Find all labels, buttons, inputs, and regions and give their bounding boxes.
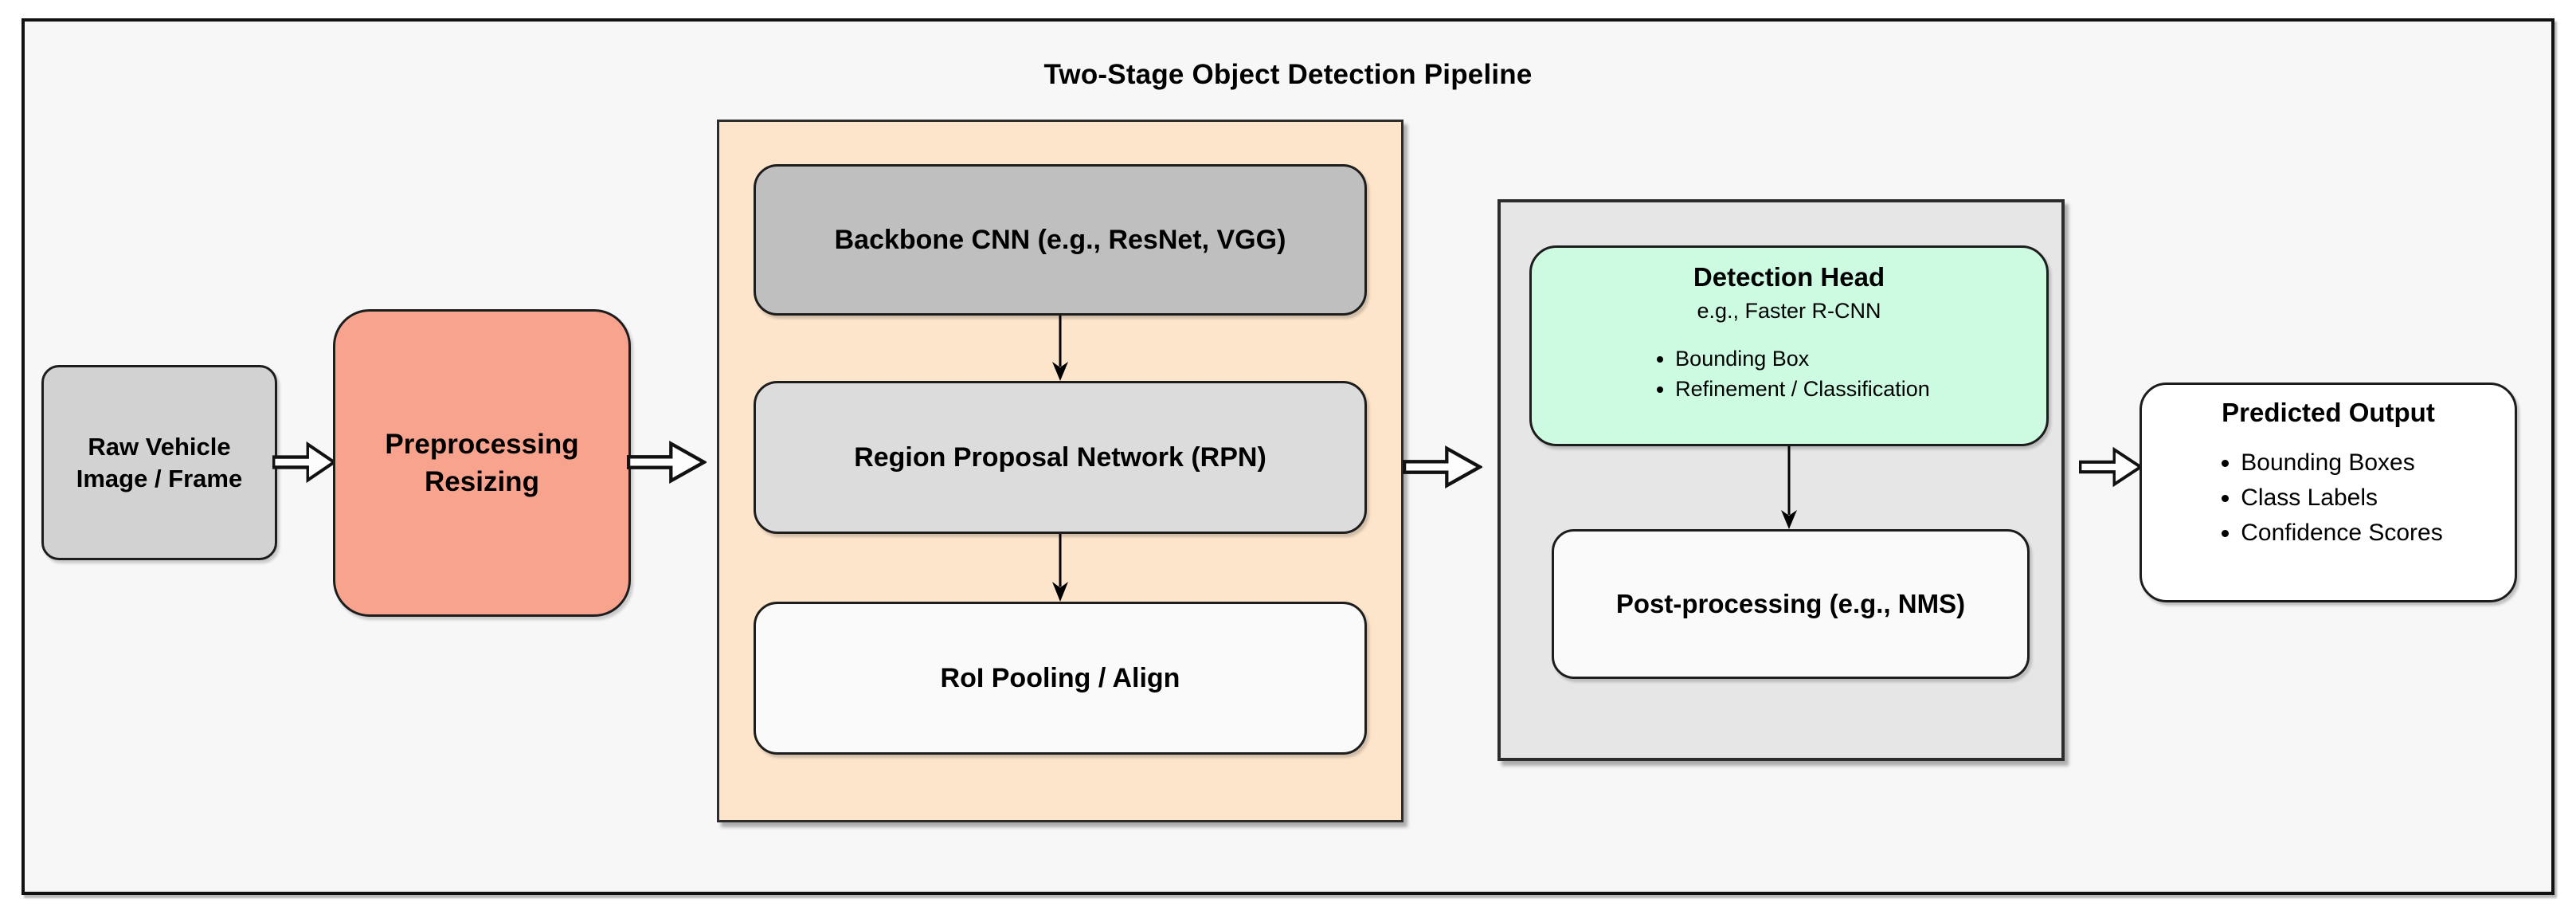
arrow-down-3-icon: [1778, 446, 1800, 529]
detection-head-subtitle: e.g., Faster R-CNN: [1697, 299, 1881, 323]
bullet-item: Confidence Scores: [2241, 516, 2442, 551]
backbone-cnn-node: Backbone CNN (e.g., ResNet, VGG): [754, 164, 1367, 316]
bullet-item: Class Labels: [2241, 481, 2442, 516]
predicted-output-title: Predicted Output: [2222, 398, 2435, 427]
bullet-text: Bounding Box: [1675, 347, 1810, 371]
raw-input-node: Raw Vehicle Image / Frame: [41, 365, 277, 560]
preprocessing-node: Preprocessing Resizing: [333, 309, 631, 617]
raw-input-label-line2: Image / Frame: [76, 464, 243, 492]
detection-head-title: Detection Head: [1693, 262, 1885, 292]
post-processing-node: Post-processing (e.g., NMS): [1552, 529, 2030, 679]
preprocessing-label-line2: Resizing: [425, 466, 539, 497]
rpn-label: Region Proposal Network (RPN): [854, 441, 1266, 473]
bullet-item: Bounding Box: [1675, 344, 1930, 375]
bullet-text: Refinement / Classification: [1675, 376, 1930, 401]
detection-head-node: Detection Head e.g., Faster R-CNN Boundi…: [1529, 245, 2049, 446]
bullet-item: Bounding Boxes: [2241, 445, 2442, 481]
raw-input-label-line1: Raw Vehicle: [88, 433, 231, 461]
diagram-title: Two-Stage Object Detection Pipeline: [1043, 59, 1533, 90]
bullet-text: Bounding Boxes: [2241, 449, 2415, 476]
predicted-output-node: Predicted Output Bounding Boxes Class La…: [2139, 383, 2517, 602]
detection-head-bullet-list: Bounding Box Refinement / Classification: [1648, 344, 1930, 405]
post-processing-label: Post-processing (e.g., NMS): [1615, 588, 1966, 618]
flow-arrow-2-icon: [627, 438, 707, 486]
flow-arrow-3-icon: [1403, 443, 1482, 491]
roi-pooling-label: RoI Pooling / Align: [940, 662, 1180, 693]
flow-arrow-4-icon: [2079, 445, 2143, 489]
flow-arrow-1-icon: [272, 439, 336, 485]
backbone-cnn-label: Backbone CNN (e.g., ResNet, VGG): [834, 224, 1286, 255]
bullet-text: Class Labels: [2241, 485, 2378, 512]
bullet-item: Refinement / Classification: [1675, 375, 1930, 405]
predicted-output-bullet-list: Bounding Boxes Class Labels Confidence S…: [2214, 445, 2442, 551]
arrow-down-2-icon: [1049, 534, 1071, 602]
rpn-node: Region Proposal Network (RPN): [754, 381, 1367, 534]
roi-pooling-node: RoI Pooling / Align: [754, 602, 1367, 755]
preprocessing-label-line1: Preprocessing: [385, 428, 579, 460]
arrow-down-1-icon: [1049, 316, 1071, 381]
bullet-text: Confidence Scores: [2241, 520, 2443, 547]
